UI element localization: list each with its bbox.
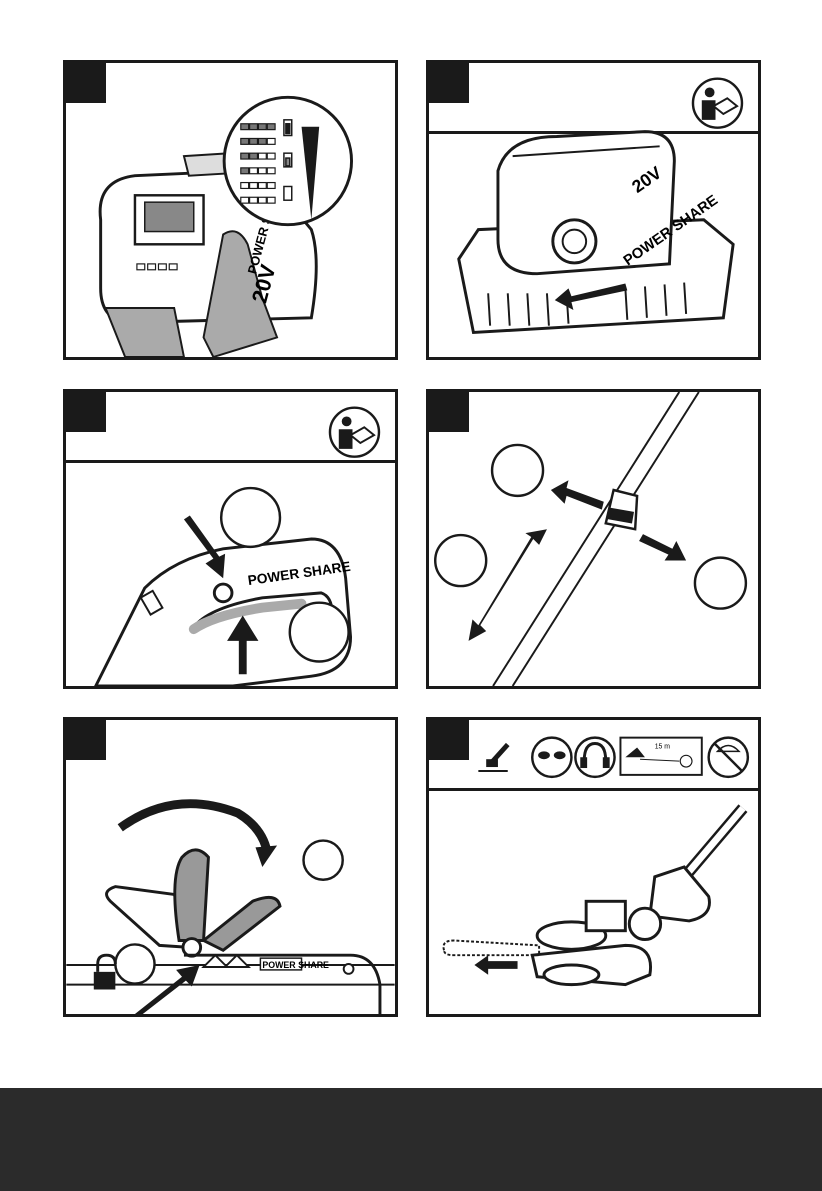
panel-shaft-adjust <box>426 389 761 689</box>
panel-battery-level: POWER SHARE 20V <box>63 60 398 360</box>
battery-gauge-icons <box>284 120 292 200</box>
panel-guard-fold: POWER SHARE <box>63 717 398 1017</box>
no-rain-icon <box>709 738 748 777</box>
callout-circle <box>115 944 154 983</box>
release-arrow <box>639 534 686 560</box>
panel-handle-assembly: POWER SHARE <box>63 389 398 689</box>
callout-circle <box>290 603 349 662</box>
unlock-icon <box>94 955 116 989</box>
callout-circle <box>695 558 746 609</box>
manual-icon <box>330 408 379 457</box>
battery-level-illustration: POWER SHARE 20V <box>66 63 395 357</box>
shaft-adjust-illustration <box>429 392 758 686</box>
panel-charger: POWER SHARE 20V <box>426 60 761 360</box>
panel-trimmer-head: 15 m <box>426 717 761 1017</box>
handle-assembly-illustration: POWER SHARE <box>66 392 395 686</box>
shaft-brand-label: POWER SHARE <box>262 960 329 970</box>
distance-label: 15 m <box>655 743 671 750</box>
callout-circle <box>221 488 280 547</box>
callout-circle <box>304 841 343 880</box>
ear-protection-icon <box>575 738 614 777</box>
page-footer <box>0 1088 822 1191</box>
callout-circle <box>435 535 486 586</box>
release-button <box>214 584 232 602</box>
guard-fold-illustration: POWER SHARE <box>66 720 395 1014</box>
distance-warning-icon: 15 m <box>620 738 701 775</box>
pull-arrow <box>551 480 604 509</box>
extended-guard <box>443 941 539 956</box>
callout-circle <box>492 445 543 496</box>
pivot-knob <box>183 939 201 957</box>
charger-illustration: POWER SHARE 20V <box>429 63 758 357</box>
rotate-arrow-head <box>255 845 277 867</box>
trimmer-warning-icon <box>478 745 507 771</box>
trimmer-head-illustration: 15 m <box>429 720 758 1014</box>
manual-icon <box>693 79 742 128</box>
pull-out-arrow <box>474 955 517 975</box>
safety-glasses-icon <box>532 738 571 777</box>
